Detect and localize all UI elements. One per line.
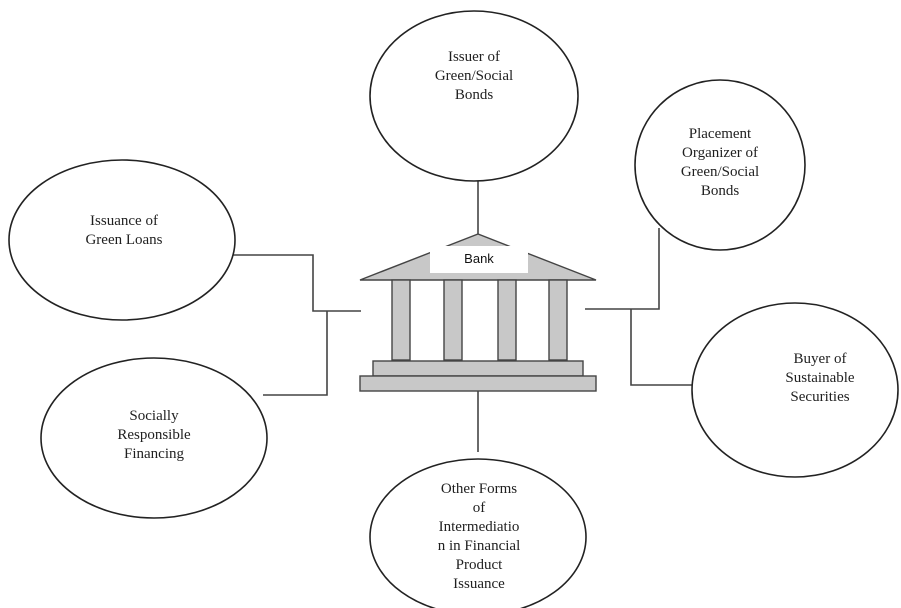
node-loans-label: Issuance of Green Loans [85,213,163,248]
bank-column [497,279,517,361]
connector-right [585,228,660,310]
node-ellipses [8,10,899,608]
connector-srf [263,311,328,396]
node-issuer-label: Issuer of Green/Social Bonds [434,49,514,103]
node-srf-label: Socially Responsible Financing [117,408,191,462]
connector-buyer [630,309,693,386]
bank-column [548,279,568,361]
bank-column [391,279,411,361]
node-placement-label: Placement Organizer of Green/Social Bond… [680,126,760,199]
node-buyer-label: Buyer of Sustainable Securities [785,351,855,405]
node-loans-ellipse [8,159,236,321]
node-placement-ellipse [634,79,806,251]
connector-left [233,254,361,312]
bank-label: Bank [464,251,494,266]
node-issuer-ellipse [369,10,579,182]
node-srf-ellipse [40,357,268,519]
node-buyer-ellipse [691,302,899,478]
bank-base-upper [372,360,584,377]
bank-label-box [430,246,528,273]
connectors [233,176,693,452]
node-other-label: Other Forms of Intermediatio n in Financ… [437,481,521,592]
bank-building-icon [359,233,597,392]
node-other-ellipse [369,458,587,608]
bank-base-lower [359,375,597,392]
bank-column [443,279,463,361]
